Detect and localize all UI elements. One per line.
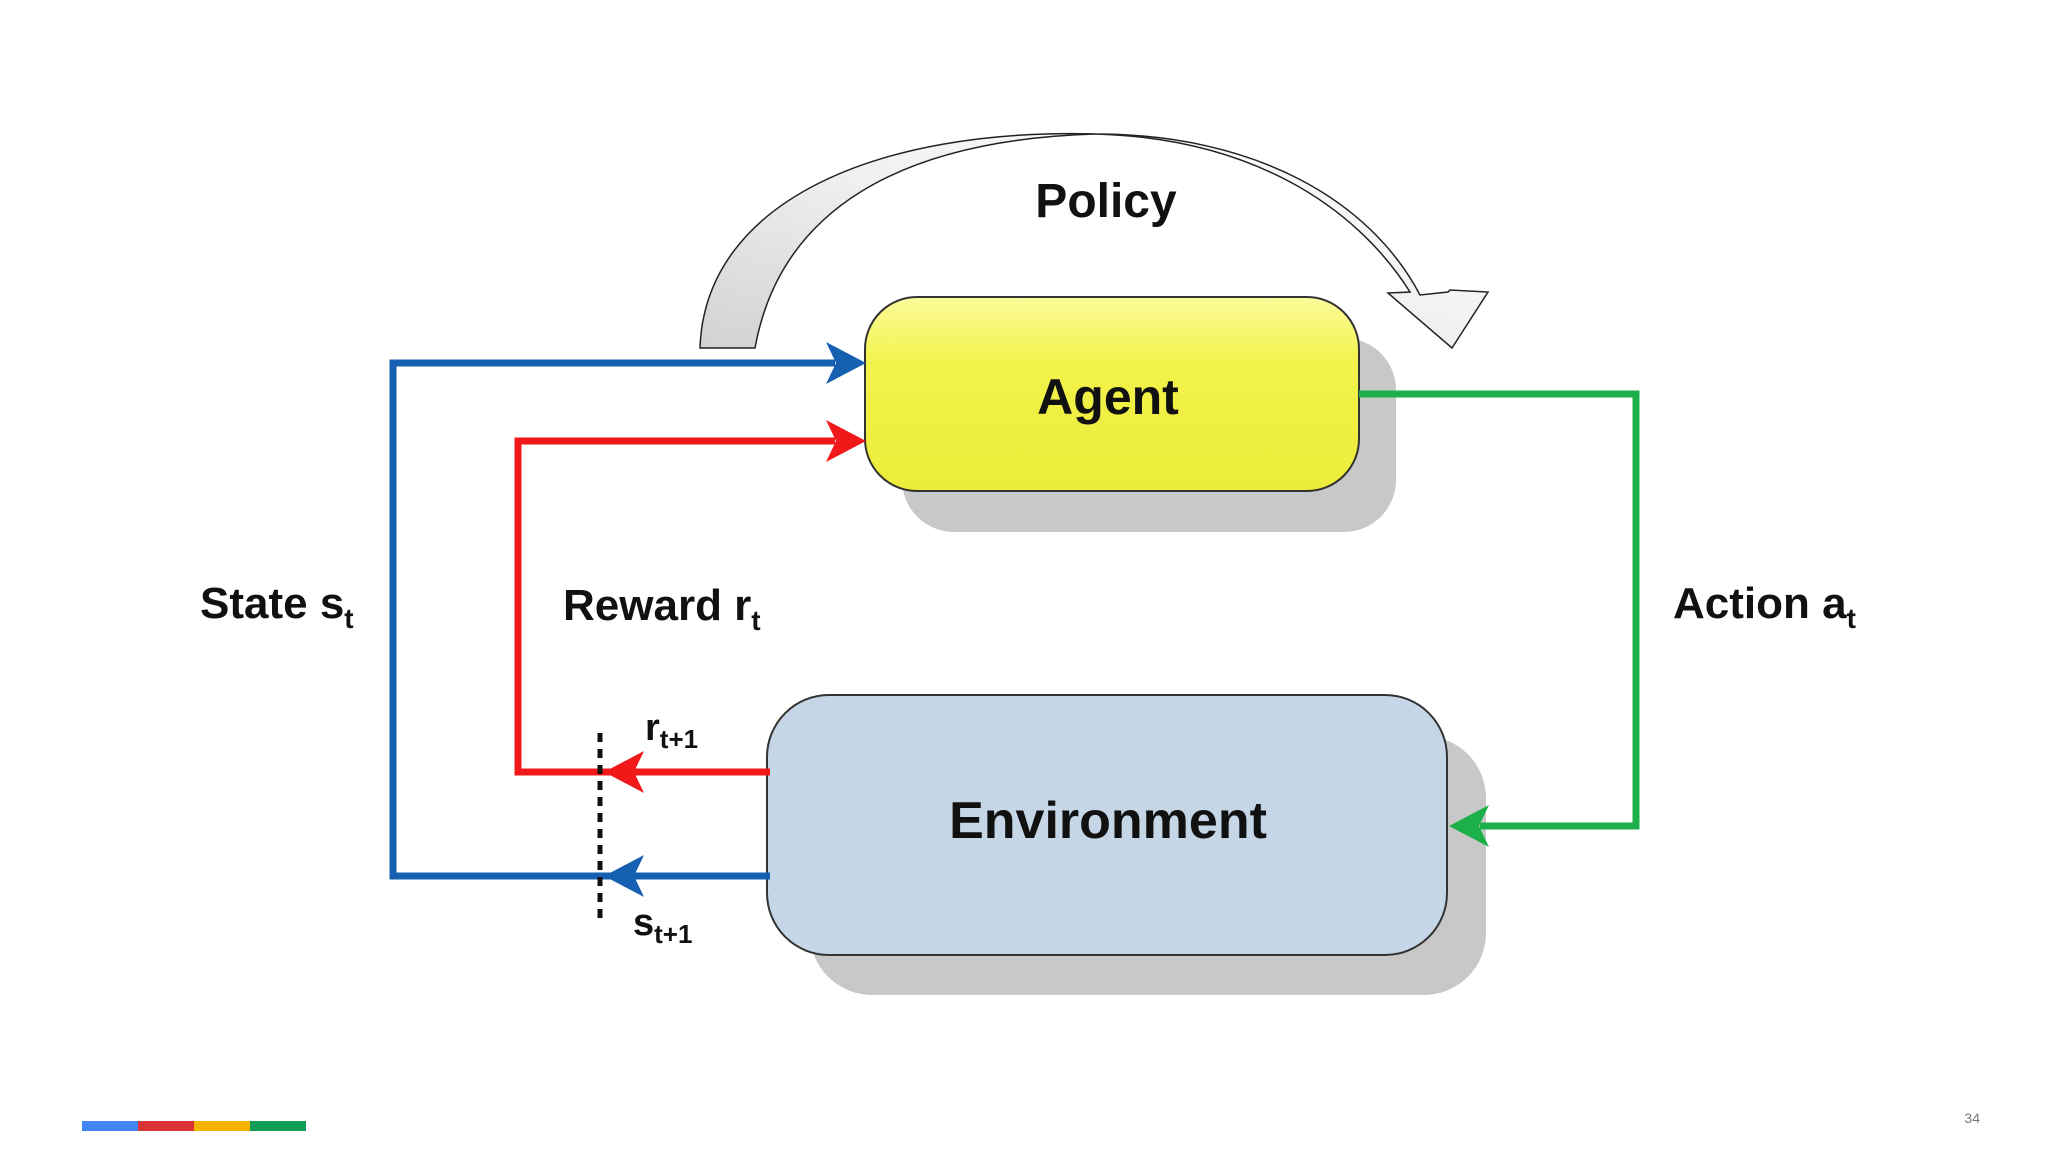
color-bar-green: [250, 1121, 306, 1131]
action-label: Action at: [1673, 579, 1856, 634]
agent-node: Agent: [864, 296, 1396, 532]
reward-subscript: t: [751, 605, 760, 636]
next-state-label: st+1: [633, 902, 692, 949]
state-arrowhead-env: [604, 855, 644, 897]
next-reward-label: rt+1: [645, 707, 698, 754]
state-arrow: [389, 342, 866, 897]
reward-arrow: [514, 420, 866, 793]
action-subscript: t: [1847, 603, 1856, 634]
policy-arrow-body: [699, 132, 1490, 350]
environment-node: Environment: [766, 694, 1486, 995]
color-bar-red: [138, 1121, 194, 1131]
policy-label: Policy: [1035, 175, 1177, 228]
state-arrowhead-agent: [826, 342, 866, 384]
action-arrowhead-env: [1449, 805, 1489, 847]
color-bar-yellow: [194, 1121, 250, 1131]
next-state-subscript: t+1: [654, 919, 692, 949]
action-arrow: [1359, 390, 1640, 847]
next-reward-subscript: t+1: [660, 724, 698, 754]
state-subscript: t: [344, 603, 353, 634]
brand-color-bar: [82, 1121, 306, 1131]
policy-arrow: [699, 132, 1490, 350]
agent-label: Agent: [1037, 369, 1179, 425]
environment-box: [766, 694, 1448, 956]
environment-label: Environment: [949, 792, 1267, 850]
color-bar-blue: [82, 1121, 138, 1131]
reward-arrowhead-agent: [826, 420, 866, 462]
state-label: State st: [200, 579, 354, 634]
reward-label: Reward rt: [563, 581, 761, 636]
reward-arrowhead-env: [604, 751, 644, 793]
page-number: 34: [1964, 1110, 1980, 1126]
